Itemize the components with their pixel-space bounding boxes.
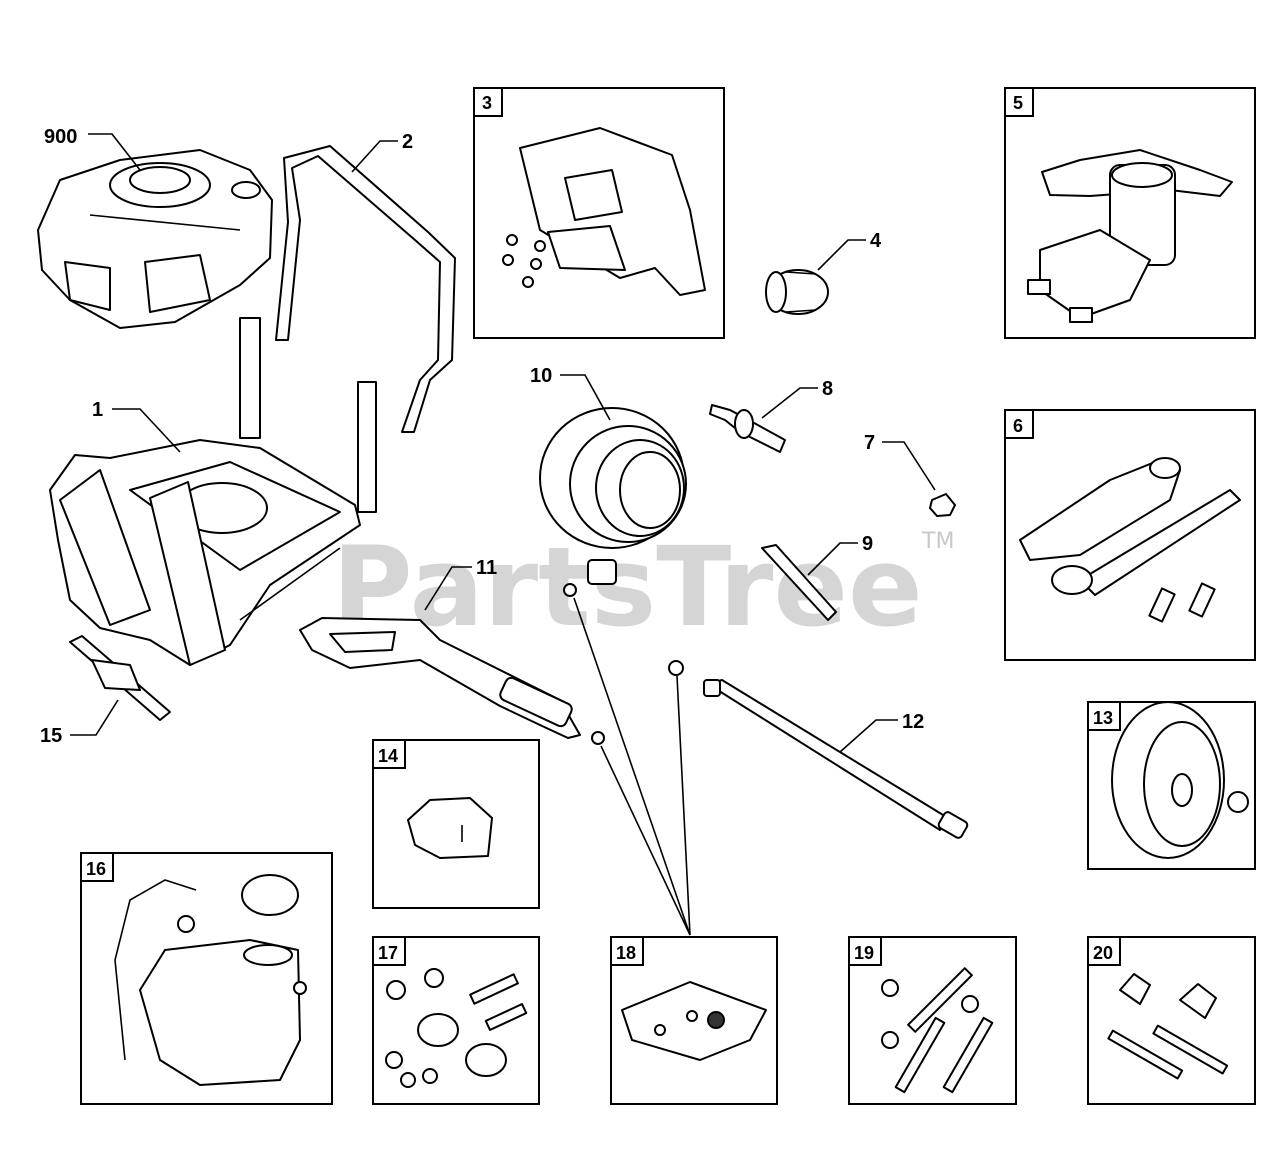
wand-part[interactable]	[703, 679, 969, 839]
callout-10: 10	[530, 365, 552, 387]
callout-15: 15	[40, 725, 62, 747]
box-14-label: 14	[378, 746, 398, 766]
leader-1	[112, 408, 181, 453]
panel-part[interactable]	[69, 635, 171, 721]
callout-12: 12	[902, 711, 924, 733]
box-18-label: 18	[616, 943, 636, 963]
fuel-tank-part	[114, 874, 307, 1086]
box-18-tag	[610, 936, 644, 966]
box-19-tag	[848, 936, 882, 966]
callout-900: 900	[44, 126, 77, 148]
manifold-part	[1019, 457, 1241, 623]
box-3-label: 3	[482, 93, 492, 113]
callout-9: 9	[862, 533, 873, 555]
bracket-part	[502, 127, 706, 296]
cover-part	[407, 797, 493, 859]
leader-900	[88, 133, 141, 171]
seal-kit-part	[621, 981, 767, 1061]
callout-1: 1	[92, 399, 103, 421]
callout-4: 4	[870, 230, 882, 252]
nozzle-cap-part[interactable]	[765, 269, 829, 315]
leaders-18	[573, 597, 691, 936]
spray-gun-part[interactable]	[299, 617, 581, 739]
leader-15	[70, 699, 119, 736]
leader-7	[882, 441, 936, 491]
box-6-tag	[1004, 409, 1034, 439]
box-17-label: 17	[378, 943, 398, 963]
nut-part[interactable]	[929, 493, 956, 517]
leader-11	[424, 566, 472, 611]
box-19-label: 19	[854, 943, 874, 963]
box-20-tag	[1087, 936, 1121, 966]
box-17-tag	[372, 936, 406, 966]
box-6-label: 6	[1013, 416, 1023, 436]
wheel-part	[1111, 701, 1249, 859]
mount-hardware-part	[385, 968, 528, 1088]
callout-7: 7	[864, 432, 875, 454]
box-5-tag	[1004, 87, 1034, 117]
box-13-tag	[1087, 701, 1121, 731]
leader-9	[807, 542, 858, 576]
box-20-label: 20	[1093, 943, 1113, 963]
knob-kit-part	[1107, 973, 1229, 1080]
leader-8	[761, 387, 818, 419]
pin-part[interactable]	[709, 404, 786, 453]
callout-2: 2	[402, 131, 413, 153]
box-3-tag	[473, 87, 503, 117]
box-13-label: 13	[1093, 708, 1113, 728]
box-5-label: 5	[1013, 93, 1023, 113]
leader-4	[817, 239, 866, 271]
callout-11: 11	[476, 557, 497, 579]
leader-12	[839, 719, 898, 753]
box-14-tag	[372, 739, 406, 769]
pump-part	[1027, 149, 1233, 323]
box-16-tag	[80, 852, 114, 882]
box-16-label: 16	[86, 859, 106, 879]
watermark-trademark: TM	[921, 529, 954, 554]
hose-part[interactable]	[539, 407, 687, 585]
bolt-kit-part	[881, 967, 994, 1094]
leader-2	[351, 140, 398, 173]
strap-part[interactable]	[761, 544, 837, 621]
frame-part[interactable]	[49, 317, 377, 666]
leader-10	[560, 374, 611, 421]
callout-8: 8	[822, 378, 833, 400]
handle-part[interactable]	[275, 145, 456, 433]
o-ring-parts	[563, 583, 684, 745]
engine-part[interactable]	[37, 149, 273, 329]
